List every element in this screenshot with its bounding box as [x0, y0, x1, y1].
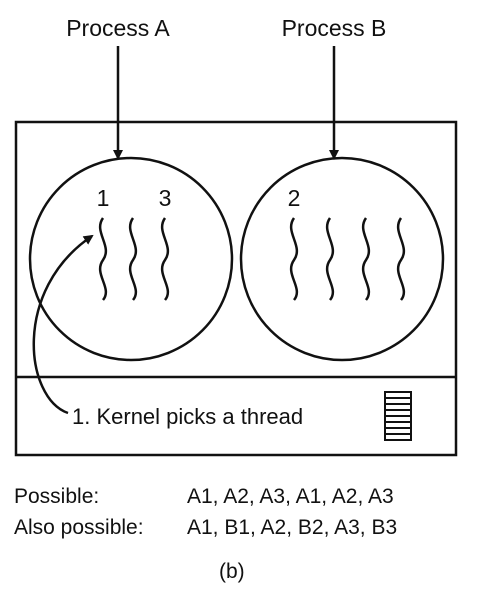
thread-number-a3: 3	[159, 185, 172, 211]
process-a-circle	[28, 156, 234, 362]
schedule-also-possible-sequence: A1, B1, A2, B2, A3, B3	[187, 516, 398, 539]
thread-number-a1: 1	[97, 185, 110, 211]
process-b-label: Process B	[282, 15, 387, 41]
figure-caption: (b)	[219, 560, 245, 583]
run-queue-icon	[384, 391, 412, 441]
kernel-pick-arrow	[32, 234, 94, 415]
system-box	[14, 120, 458, 457]
thread-a3	[160, 217, 170, 301]
thread-number-b: 2	[288, 185, 301, 211]
kernel-label: 1. Kernel picks a thread	[72, 404, 303, 429]
thread-a2	[128, 217, 138, 301]
schedule-possible-label: Possible:	[14, 485, 100, 508]
thread-b4	[396, 217, 406, 301]
thread-b3	[361, 217, 371, 301]
thread-a1	[98, 217, 108, 301]
schedule-possible-sequence: A1, A2, A3, A1, A2, A3	[187, 485, 394, 508]
process-a-label: Process A	[66, 15, 170, 41]
thread-b2	[325, 217, 335, 301]
thread-b1	[289, 217, 299, 301]
process-b-circle	[239, 156, 445, 362]
schedule-also-possible-label: Also possible:	[14, 516, 144, 539]
